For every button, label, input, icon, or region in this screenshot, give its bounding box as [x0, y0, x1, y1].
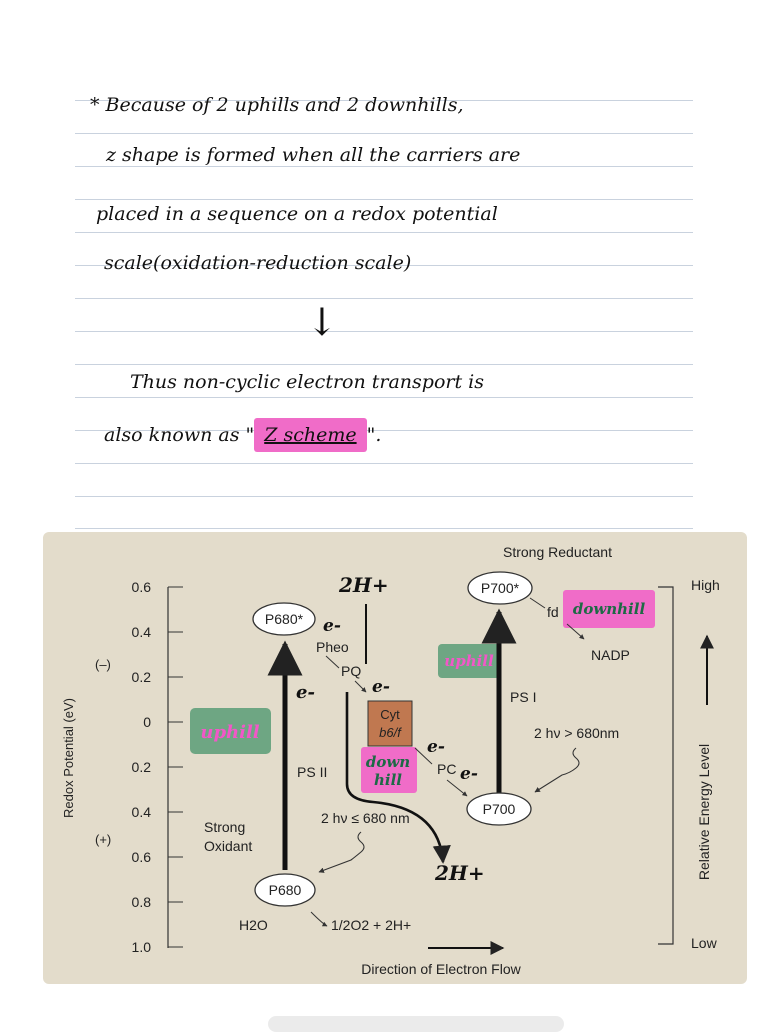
two-h-top: 2H+	[338, 573, 389, 597]
z-scheme-highlight: Z scheme	[254, 418, 367, 452]
tick-label: 0.6	[132, 579, 152, 595]
proton-pump-arrow	[345, 692, 451, 864]
p700-node	[466, 792, 532, 826]
tick-label: 0.2	[132, 759, 152, 775]
rule-line	[75, 133, 693, 134]
cyt-label-1: Cyt	[380, 707, 400, 722]
tick-label: 0.4	[132, 624, 152, 640]
y-axis-label: Redox Potential (eV)	[61, 698, 76, 818]
ps1-label: PS I	[510, 689, 536, 705]
electron-mark: e-	[460, 764, 478, 784]
p680-star-label: P680*	[265, 611, 304, 627]
note-line-6: also known as " Z scheme ".	[104, 418, 382, 452]
fd-nadp-link	[566, 623, 585, 640]
nadp-label: NADP	[591, 647, 630, 663]
uphill-left-highlight	[190, 708, 271, 754]
strong-oxidant-1: Strong	[204, 819, 245, 835]
downhill-mid-label-2: hill	[374, 771, 402, 789]
note-line-4: scale(oxidation-reduction scale)	[104, 252, 412, 274]
rule-line	[75, 463, 693, 464]
rule-line	[75, 397, 693, 398]
note-line-2: z shape is formed when all the carriers …	[106, 144, 521, 166]
right-axis-label: Relative Energy Level	[696, 744, 712, 880]
rule-line	[75, 364, 693, 365]
tick-label: 0.2	[132, 669, 152, 685]
energy-bracket	[658, 586, 674, 945]
fd-label: fd	[547, 604, 559, 620]
rule-line	[75, 166, 693, 167]
rule-line	[75, 199, 693, 200]
y-ticks	[168, 586, 183, 948]
tick-label: 0	[143, 714, 151, 730]
note-line-6-prefix: also known as "	[104, 424, 255, 446]
note-line-6-suffix: ".	[366, 424, 382, 446]
rule-line	[75, 528, 693, 529]
z-scheme-svg: 0.6 0.4 0.2 0 0.2 0.4 0.6 0.8 1.0 (–) (+…	[61, 544, 720, 977]
low-label: Low	[691, 935, 718, 951]
ps2-label: PS II	[297, 764, 327, 780]
electron-mark: e-	[427, 737, 445, 757]
rule-line	[75, 232, 693, 233]
negative-sign: (–)	[95, 657, 111, 672]
uphill-right-label: uphill	[444, 652, 494, 670]
note-line-3: placed in a sequence on a redox potentia…	[96, 203, 498, 225]
cyt-b6f-box	[367, 700, 413, 747]
z-scheme-text: Z scheme	[264, 424, 357, 446]
notes-page: * Because of 2 uphills and 2 downhills, …	[75, 94, 693, 529]
tick-label: 0.4	[132, 804, 152, 820]
rule-line	[75, 331, 693, 332]
rule-line	[75, 100, 693, 101]
electron-mark: e-	[296, 682, 315, 703]
note-line-1: * Because of 2 uphills and 2 downhills,	[90, 94, 464, 116]
x-axis-label: Direction of Electron Flow	[361, 961, 521, 977]
cyt-pc-link	[414, 747, 433, 765]
light-ps1-wave	[534, 747, 580, 793]
rule-line	[75, 265, 693, 266]
z-scheme-figure: 0.6 0.4 0.2 0 0.2 0.4 0.6 0.8 1.0 (–) (+…	[43, 532, 747, 984]
rule-line	[75, 496, 693, 497]
tick-label: 0.6	[132, 849, 152, 865]
p680-label: P680	[269, 882, 302, 898]
downhill-mid-label-1: down	[366, 753, 410, 771]
pc-label: PC	[437, 761, 456, 777]
downhill-right-label: downhill	[573, 600, 646, 618]
light-ps2-wave	[318, 831, 365, 873]
downhill-mid-highlight	[361, 747, 417, 793]
water-split-arrow	[310, 911, 328, 927]
p700-label: P700	[483, 801, 516, 817]
pheo-pq-link	[325, 655, 340, 669]
pq-label: PQ	[341, 663, 361, 679]
strong-reductant: Strong Reductant	[503, 544, 612, 560]
rule-line	[75, 430, 693, 431]
uphill-left-label: uphill	[200, 722, 259, 743]
pheo-label: Pheo	[316, 639, 349, 655]
tick-label: 1.0	[132, 939, 152, 955]
pq-cyt-link	[354, 680, 367, 693]
downhill-right-highlight	[563, 590, 655, 628]
p680-node	[254, 873, 316, 907]
h2o-label: H2O	[239, 917, 268, 933]
cyt-label-2: b6/f	[379, 725, 402, 740]
p700-star-label: P700*	[481, 580, 520, 596]
p700-fd-link	[529, 597, 546, 609]
uphill-right-highlight	[438, 644, 500, 678]
bottom-scroll-handle[interactable]	[268, 1016, 564, 1032]
high-label: High	[691, 577, 720, 593]
pc-p700-link	[446, 779, 468, 797]
p680-star-node	[252, 602, 316, 636]
light-ps2-label: 2 hν ≤ 680 nm	[321, 810, 410, 826]
note-line-5: Thus non-cyclic electron transport is	[130, 371, 484, 393]
two-h-bottom: 2H+	[434, 861, 485, 885]
p700-star-node	[467, 571, 533, 605]
rule-line	[75, 298, 693, 299]
positive-sign: (+)	[95, 832, 111, 847]
light-ps1-label: 2 hν > 680nm	[534, 725, 619, 741]
strong-oxidant-2: Oxidant	[204, 838, 252, 854]
tick-label: 0.8	[132, 894, 152, 910]
down-arrow: ↓	[306, 300, 338, 344]
o2-products: 1/2O2 + 2H+	[331, 917, 411, 933]
electron-mark: e-	[372, 677, 390, 697]
electron-mark: e-	[323, 616, 341, 636]
